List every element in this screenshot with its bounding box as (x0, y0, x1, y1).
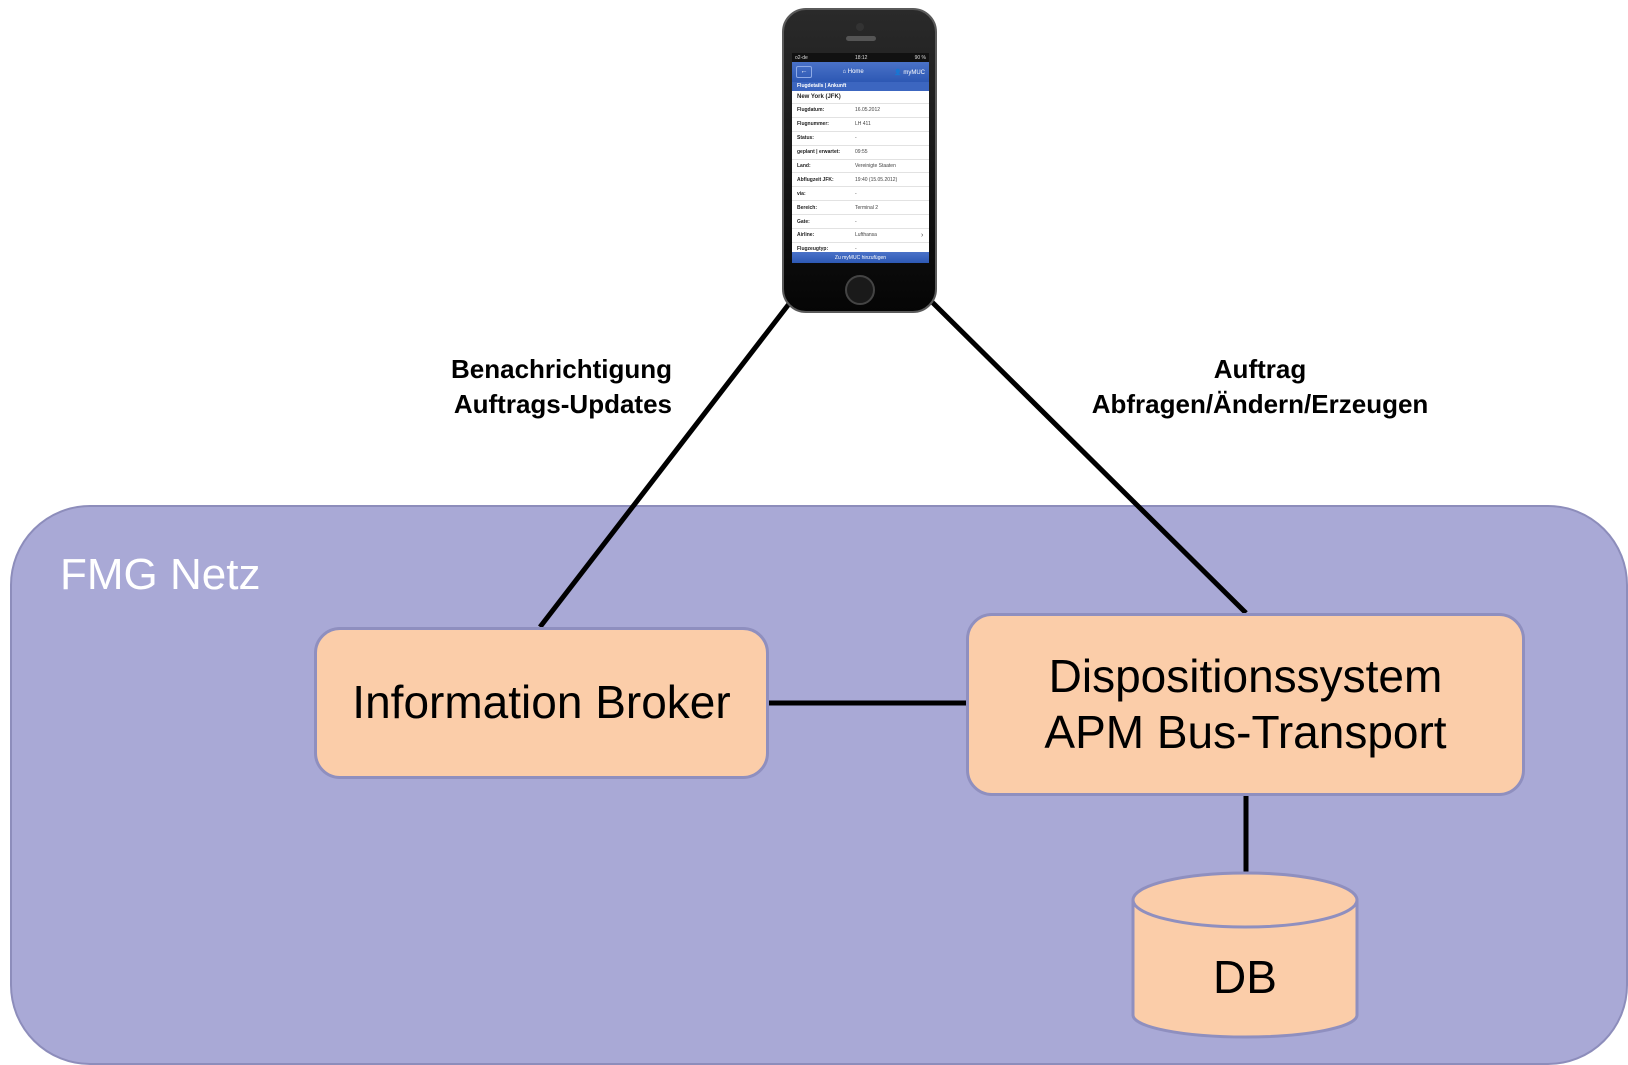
detail-key: via: (797, 190, 806, 197)
origin-title: New York (JFK) (792, 91, 929, 104)
db-label: DB (1213, 951, 1277, 1003)
detail-key: Gate: (797, 218, 810, 225)
edge-label-left-line2: Auftrags-Updates (453, 389, 672, 419)
add-to-mymuc-label: Zu myMUC hinzufügen (834, 254, 887, 261)
detail-value: Vereinigte Staaten (855, 163, 896, 169)
detail-row: geplant | erwartet: 09:55 (792, 146, 929, 160)
detail-key: Flugdatum: (797, 107, 825, 114)
detail-row: Gate: - (792, 215, 929, 230)
speaker-grille (846, 36, 876, 41)
app-navbar: ← ⌂ Home 👤 myMUC (792, 62, 929, 82)
chevron-right-icon: › (921, 231, 924, 239)
detail-row: Status: - (792, 132, 929, 146)
edge-phone-dispo (928, 298, 1248, 615)
status-bar: o2-de 18:12 90 % (792, 53, 929, 62)
detail-key: Airline: (797, 232, 815, 239)
edge-label-right: Auftrag Abfragen/Ändern/Erzeugen (1050, 352, 1470, 422)
edge-label-left-line1: Benachrichtigung (450, 354, 672, 384)
dispositionssystem-node: Dispositionssystem APM Bus-Transport (966, 613, 1525, 796)
detail-value: 19:40 (15.05.2012) (855, 176, 898, 183)
add-to-mymuc-bar: Zu myMUC hinzufügen (792, 252, 929, 263)
carrier-text: o2-de (795, 54, 808, 61)
detail-value: - (855, 218, 857, 225)
home-button-icon (845, 275, 875, 305)
detail-row: Flugnummer: LH 411 (792, 118, 929, 132)
edge-phone-broker (538, 298, 794, 629)
detail-value: - (855, 246, 857, 253)
section-header: Flugdetails | Ankunft (792, 82, 929, 91)
detail-value: Lufthansa (855, 232, 877, 239)
detail-value: - (855, 135, 857, 142)
phone-screen: o2-de 18:12 90 % ← ⌂ Home 👤 myMUC Flugde… (792, 53, 929, 263)
detail-row: via: - (792, 187, 929, 202)
time-text: 18:12 (854, 54, 868, 61)
dispo-line1: Dispositionssystem (1048, 650, 1443, 703)
detail-key: Status: (797, 135, 814, 142)
information-broker-node: Information Broker (314, 627, 769, 779)
detail-value: 16.05.2012 (855, 107, 881, 114)
back-arrow-icon: ← (796, 66, 812, 78)
detail-key: Land: (797, 163, 811, 169)
detail-row: Bereich: Terminal 2 (792, 201, 929, 216)
broker-label: Information Broker (352, 676, 731, 729)
detail-key: Abflugzeit JFK: (797, 176, 834, 183)
db-cylinder (1131, 871, 1359, 1039)
edge-label-right-line2: Abfragen/Ändern/Erzeugen (1091, 389, 1429, 419)
edge-label-left: Benachrichtigung Auftrags-Updates (360, 352, 672, 422)
detail-value: - (855, 190, 857, 197)
detail-key: Flugnummer: (797, 121, 829, 128)
detail-value: 09:55 (855, 149, 868, 156)
edge-label-right-line1: Auftrag (1213, 354, 1307, 384)
detail-key: Flugzeugtyp: (797, 246, 829, 253)
detail-row: Flugdatum: 16.05.2012 (792, 104, 929, 118)
network-label: FMG Netz (60, 550, 261, 599)
detail-key: geplant | erwartet: (797, 149, 841, 156)
mymuc-nav-label: myMUC (903, 69, 925, 76)
detail-row: Abflugzeit JFK: 19:40 (15.05.2012) (792, 173, 929, 188)
home-nav-item: ⌂ Home (842, 69, 864, 75)
detail-value: LH 411 (855, 121, 871, 128)
mymuc-nav-item: 👤 myMUC (894, 69, 925, 76)
detail-value: Terminal 2 (855, 204, 879, 211)
detail-row: Land: Vereinigte Staaten (792, 160, 929, 174)
battery-text: 90 % (914, 54, 926, 61)
detail-key: Bereich: (797, 204, 818, 211)
camera-icon (856, 23, 864, 31)
dispo-line2: APM Bus-Transport (1044, 705, 1447, 758)
detail-row: Airline: Lufthansa › (792, 229, 929, 243)
home-nav-label: Home (847, 69, 864, 75)
smartphone-image: o2-de 18:12 90 % ← ⌂ Home 👤 myMUC Flugde… (782, 8, 937, 313)
